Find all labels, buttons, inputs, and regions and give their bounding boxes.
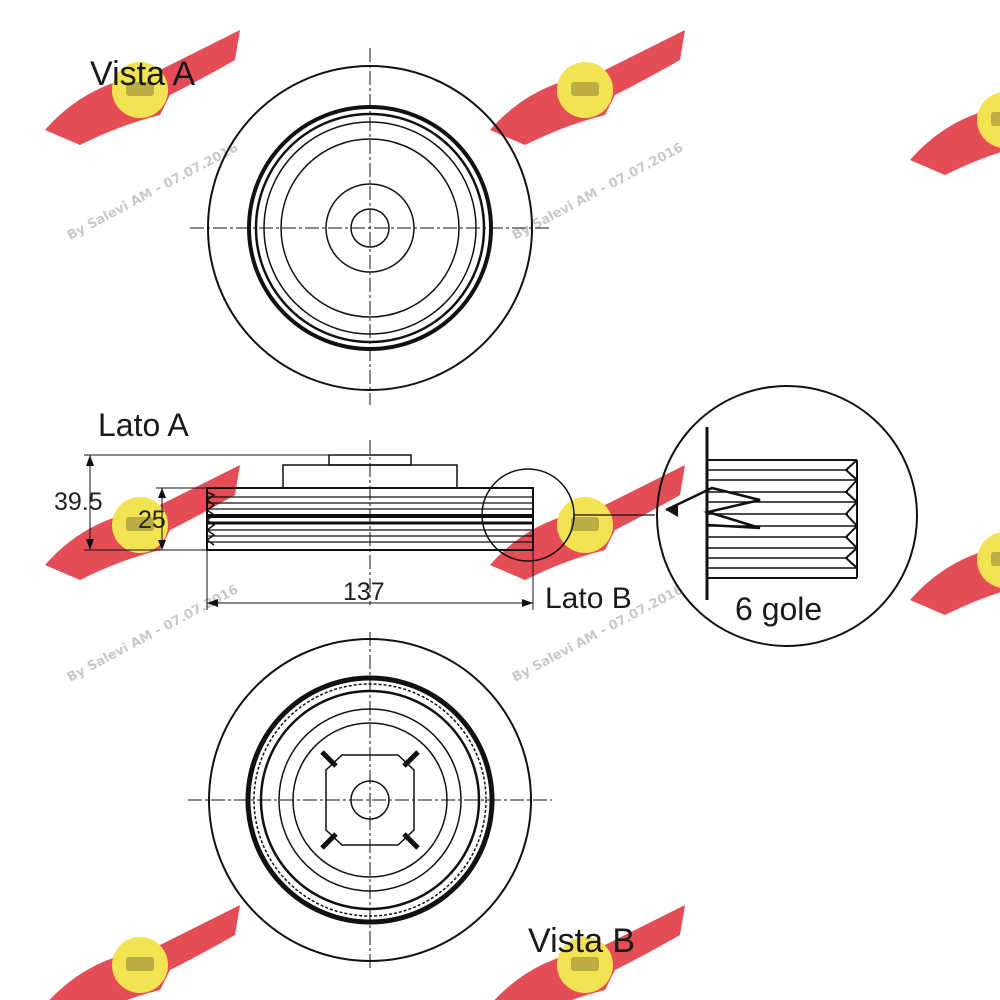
grooves-label: 6 gole <box>735 591 822 627</box>
side-section <box>205 440 655 605</box>
dimension-height-total <box>84 454 329 551</box>
vista-b-label: Vista B <box>528 922 635 960</box>
vista-b-view <box>188 632 552 968</box>
vista-a-view <box>190 48 550 405</box>
dimension-height-belt <box>156 487 207 550</box>
vista-a-label: Vista A <box>90 55 196 93</box>
height-belt-value: 25 <box>138 506 166 534</box>
lato-a-label: Lato A <box>98 407 189 443</box>
lato-b-label: Lato B <box>545 582 632 615</box>
svg-text:By Salevi AM - 07.07.2016: By Salevi AM - 07.07.2016 <box>65 582 241 685</box>
outer-diameter-value: 137 <box>343 578 385 606</box>
groove-detail-zoom <box>656 385 918 647</box>
height-total-value: 39.5 <box>54 488 103 516</box>
dimension-outer-diameter <box>206 550 534 610</box>
